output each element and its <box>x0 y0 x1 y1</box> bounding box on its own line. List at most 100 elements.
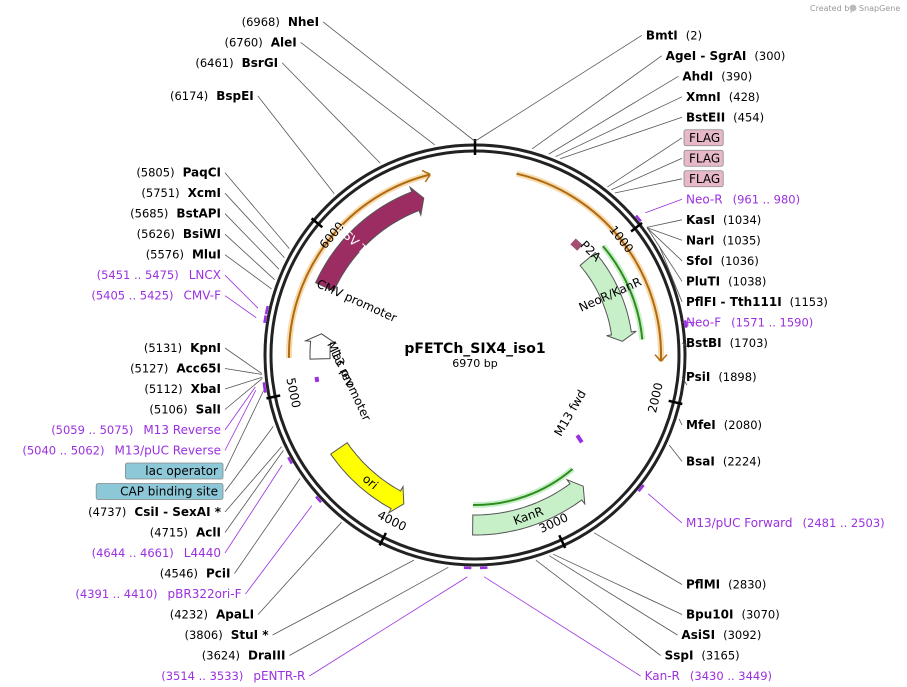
leader-line <box>224 192 285 258</box>
primer-label: (4644 .. 4661)L4440 <box>92 546 221 560</box>
site-label: BstEII(454) <box>686 110 764 124</box>
site-name-bsrgi: BsrGI <box>242 56 279 70</box>
orange-arc-arrow <box>421 169 431 183</box>
site-label: SspI(3165) <box>665 649 740 663</box>
leader-line <box>555 96 683 158</box>
primer-label: (3514 .. 3533)pENTR-R <box>161 669 305 683</box>
leader-line <box>483 576 641 677</box>
primer-label: Neo-F(1571 .. 1590) <box>686 315 813 329</box>
feature-label-cmv-promoter: CMV promoter <box>315 277 400 325</box>
leader-line <box>322 21 475 142</box>
primer-label: (5405 .. 5425) CMV-F <box>91 289 221 303</box>
site-name-asisi: AsiSI <box>681 628 715 642</box>
site-name-xcmi: XcmI <box>188 186 221 200</box>
site-name-kasi: KasI <box>686 213 715 227</box>
site-position: (428) <box>729 90 760 104</box>
feature-arrow-cmv-promoter <box>303 333 338 360</box>
site-label: BmtI(2) <box>646 28 702 42</box>
site-position: (6760) <box>224 35 262 49</box>
leader-line <box>224 386 256 431</box>
primer-range: (5405 .. 5425) <box>91 289 173 303</box>
site-name-mlui: MluI <box>192 248 221 262</box>
site-label: (6174)BspEI <box>170 89 254 103</box>
site-position: (3092) <box>723 628 761 642</box>
site-position: (5751) <box>141 186 179 200</box>
site-position: (5131) <box>144 341 182 355</box>
site-position: (5112) <box>144 382 182 396</box>
leader-line <box>281 62 381 164</box>
box-label: FLAG <box>689 131 720 145</box>
site-position: (5106) <box>149 403 187 417</box>
primer-range: (5059 .. 5075) <box>51 423 133 437</box>
box-label: FLAG <box>689 151 720 165</box>
site-position: (300) <box>754 49 785 63</box>
site-position: (2080) <box>724 418 762 432</box>
primer-range: (4644 .. 4661) <box>92 546 174 560</box>
primer-name-cmv-f: CMV-F <box>184 289 222 303</box>
primer-mark-m13-puc-forward <box>637 484 645 493</box>
site-position: (1034) <box>723 213 761 227</box>
primer-label: (5059 .. 5075)M13 Reverse <box>51 423 221 437</box>
site-label: (3624)DraIII <box>202 649 286 663</box>
site-name-bspei: BspEI <box>216 89 254 103</box>
site-label: PflFI - Tth111I(1153) <box>686 295 828 309</box>
site-position: (3070) <box>741 608 779 622</box>
box-label: lac operator <box>145 464 218 478</box>
primer-range: (5040 .. 5062) <box>22 444 104 458</box>
site-name-bpu10i: Bpu10I <box>686 608 733 622</box>
site-label: PflMI(2830) <box>686 577 766 591</box>
tick-6000 <box>310 217 324 229</box>
primer-mark-neo-f <box>683 320 688 328</box>
site-position: (1703) <box>730 336 768 350</box>
leader-line <box>224 172 290 249</box>
site-position: (390) <box>721 69 752 83</box>
tick-4000 <box>378 532 388 547</box>
site-name-psii: PsiI <box>686 370 710 384</box>
leader-line <box>646 227 683 262</box>
site-label: SfoI(1036) <box>686 254 759 268</box>
leader-line <box>224 378 263 410</box>
site-position: (5127) <box>130 362 168 376</box>
leader-line <box>614 178 683 194</box>
leader-line <box>645 198 683 214</box>
site-label: (4546) PciI <box>160 567 231 581</box>
leader-line <box>257 522 342 615</box>
box-label: FLAG <box>689 172 720 186</box>
primer-range: (3514 .. 3533) <box>161 669 243 683</box>
site-name-bsai: BsaI <box>686 454 715 468</box>
feature-box-text: FLAG <box>689 151 720 165</box>
orange-arc <box>287 173 431 358</box>
leader-line <box>535 559 661 656</box>
primer-name-m13-puc-forward: M13/pUC Forward <box>686 516 793 530</box>
leader-line <box>224 450 284 533</box>
site-label: XmnI(428) <box>686 90 760 104</box>
snapgene-credit: Created by SnapGene <box>810 4 900 13</box>
primer-range: (4391 .. 4410) <box>75 587 157 601</box>
primer-name-lncx: LNCX <box>189 268 221 282</box>
leader-line <box>224 347 263 374</box>
box-label: CAP binding site <box>120 485 218 499</box>
site-label: (4232)ApaLI <box>170 608 254 622</box>
feature-box-text: FLAG <box>689 172 720 186</box>
leader-line <box>548 75 679 155</box>
leader-line <box>531 55 662 150</box>
site-label: BsaI(2224) <box>686 454 761 468</box>
site-name-bstapi: BstAPI <box>176 207 221 221</box>
leader-line <box>593 532 683 585</box>
leader-line <box>300 42 435 146</box>
site-position: (5576) <box>146 248 184 262</box>
site-name-kpni: KpnI <box>190 341 221 355</box>
site-position: (1036) <box>721 254 759 268</box>
site-name-pcii: PciI <box>206 567 231 581</box>
site-position: (2830) <box>728 577 766 591</box>
primer-range: (3430 .. 3449) <box>690 669 772 683</box>
site-label: (6760)AleI <box>224 35 296 49</box>
plasmid-name: pFETCh_SIX4_iso1 <box>404 341 545 357</box>
green-arc <box>602 245 644 340</box>
tick-1000 <box>630 221 643 233</box>
primer-range: (5451 .. 5475) <box>97 268 179 282</box>
site-position: (4232) <box>170 608 208 622</box>
site-position: (5805) <box>136 166 174 180</box>
site-position: (4546) <box>160 567 198 581</box>
feature-arrow-neor-kanr <box>579 251 637 342</box>
